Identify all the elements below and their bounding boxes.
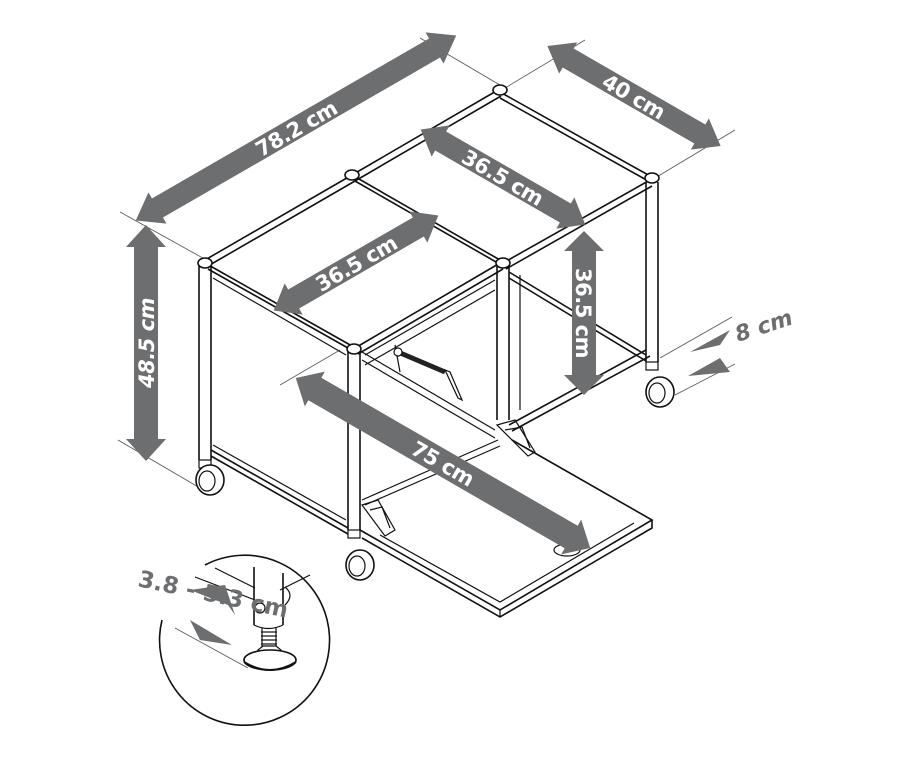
dimension-compartment-height: 36.5 cm [564,231,604,395]
label-78-2-cm: 78.2 cm [252,96,342,162]
casters [195,361,675,581]
dimension-caster-height: 8 cm [688,306,796,376]
dimension-total-height: 48.5 cm [126,225,166,461]
dimension-depth: 40 cm [547,42,721,150]
label-40-cm: 40 cm [598,69,669,124]
label-36-5-cm-left: 36.5 cm [312,231,402,297]
caster-back-right [645,361,675,408]
dimension-left-cell-width: 36.5 cm [273,211,439,315]
dimension-right-cell-width: 36.5 cm [420,125,586,229]
caster-front-left [195,459,225,496]
dimension-total-length: 78.2 cm [135,32,457,224]
label-75-cm: 75 cm [407,436,478,491]
label-48-5-cm: 48.5 cm [135,298,159,389]
pull-out-tray [359,344,654,618]
label-8-cm: 8 cm [732,306,796,348]
label-36-5-cm-vertical: 36.5 cm [571,268,595,358]
leveling-foot-detail: 3.8 - 5.3 cm [136,554,331,727]
caster-front-middle [345,529,375,581]
label-36-5-cm-right: 36.5 cm [458,145,548,211]
